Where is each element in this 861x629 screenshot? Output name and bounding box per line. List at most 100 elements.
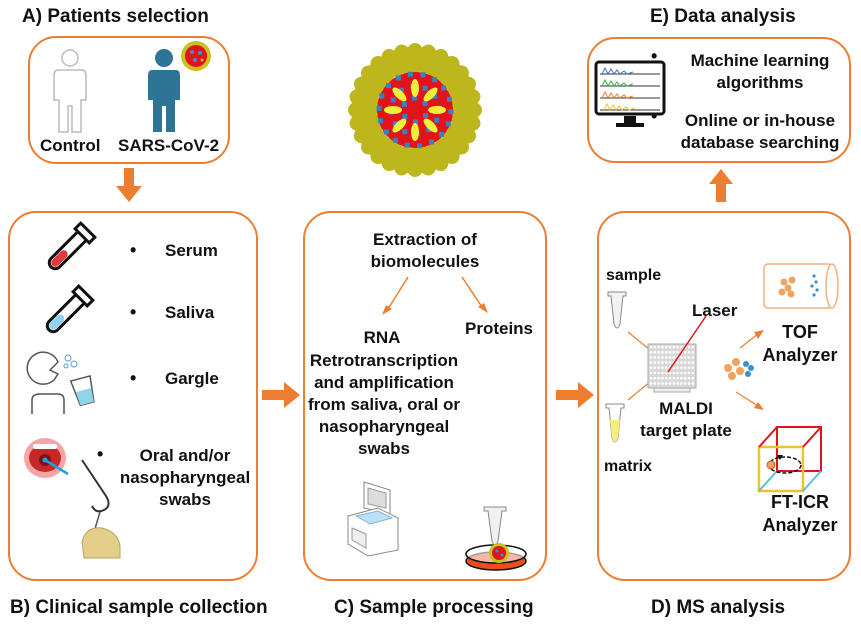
plate-well bbox=[680, 371, 683, 375]
gargle-icon bbox=[26, 351, 95, 414]
panel-c-box bbox=[303, 211, 547, 581]
computer-monitor-icon bbox=[594, 60, 666, 127]
plate-well bbox=[661, 345, 664, 349]
plate-well bbox=[661, 371, 664, 375]
plate-well bbox=[668, 376, 672, 380]
fticr-cube-icon bbox=[757, 426, 822, 493]
plate-well bbox=[683, 350, 687, 354]
db-line2: database searching bbox=[680, 133, 840, 152]
membrane-protein bbox=[383, 129, 389, 135]
membrane-protein bbox=[398, 87, 404, 93]
membrane-protein bbox=[445, 121, 451, 127]
panel-b-box bbox=[8, 211, 258, 581]
plate-well bbox=[676, 345, 679, 349]
inner-spike bbox=[411, 123, 419, 141]
plate-well bbox=[672, 345, 676, 349]
plate-well bbox=[672, 350, 676, 354]
plate-well bbox=[691, 361, 695, 364]
plate-well bbox=[653, 356, 657, 359]
inner-spike bbox=[392, 87, 407, 102]
plate-well bbox=[649, 345, 653, 349]
plate-well bbox=[657, 356, 660, 359]
membrane-protein bbox=[429, 139, 435, 145]
plate-well bbox=[680, 366, 683, 370]
plate-well bbox=[661, 366, 664, 370]
plate-well bbox=[680, 356, 683, 359]
membrane-protein bbox=[423, 113, 429, 119]
bullet: • bbox=[97, 444, 104, 464]
plate-well bbox=[664, 382, 668, 385]
panel-b-title: B) Clinical sample collection bbox=[10, 597, 268, 618]
plate-well bbox=[683, 376, 687, 380]
plate-well bbox=[691, 356, 695, 359]
arrow-down bbox=[116, 168, 142, 202]
ml-line2: algorithms bbox=[716, 73, 804, 92]
plate-well bbox=[657, 366, 660, 370]
plate-well bbox=[672, 376, 676, 380]
membrane-protein bbox=[390, 97, 396, 103]
plate-well bbox=[664, 376, 668, 380]
membrane-protein bbox=[401, 101, 407, 107]
plate-well bbox=[672, 366, 676, 370]
panel-d-title: D) MS analysis bbox=[651, 597, 786, 618]
plate-well bbox=[653, 345, 657, 349]
control-person-icon bbox=[53, 49, 87, 133]
plate-well bbox=[668, 361, 672, 364]
arrow-right bbox=[262, 382, 300, 408]
inner-spike bbox=[384, 106, 402, 114]
rna-desc-5: swabs bbox=[358, 439, 410, 458]
plate-well bbox=[676, 371, 679, 375]
plate-well bbox=[649, 350, 653, 354]
plate-well bbox=[653, 366, 657, 370]
plate-well bbox=[664, 350, 668, 354]
plate-well bbox=[691, 371, 695, 375]
arrow-right bbox=[556, 382, 594, 408]
plate-well bbox=[672, 356, 676, 359]
plate-well bbox=[664, 366, 668, 370]
membrane-protein bbox=[395, 75, 401, 81]
tof-line1: TOF bbox=[782, 322, 818, 342]
membrane-protein bbox=[438, 131, 444, 137]
plate-well bbox=[661, 356, 664, 359]
saliva-label: Saliva bbox=[165, 303, 215, 322]
plate-well bbox=[676, 382, 679, 385]
plate-well bbox=[676, 366, 679, 370]
spike-protein bbox=[450, 88, 481, 109]
panel-a-title: A) Patients selection bbox=[22, 6, 209, 27]
small-virus-icon bbox=[181, 41, 211, 71]
membrane-protein bbox=[448, 109, 454, 115]
plate-well bbox=[691, 345, 695, 349]
inner-spike bbox=[428, 106, 446, 114]
membrane-protein bbox=[376, 105, 382, 111]
gargle-label: Gargle bbox=[165, 369, 219, 388]
plate-well bbox=[680, 376, 683, 380]
plate-well bbox=[687, 371, 691, 375]
plate-well bbox=[683, 366, 687, 370]
plate-well bbox=[653, 371, 657, 375]
membrane-protein bbox=[434, 117, 440, 123]
membrane-protein bbox=[432, 93, 438, 99]
membrane-protein bbox=[404, 142, 410, 148]
plate-well bbox=[649, 356, 653, 359]
plate-well bbox=[691, 376, 695, 380]
plate-well bbox=[687, 366, 691, 370]
plate-well bbox=[683, 361, 687, 364]
plate-well bbox=[649, 361, 653, 364]
plate-well bbox=[676, 350, 679, 354]
tof-line2: Analyzer bbox=[762, 345, 838, 365]
plate-well bbox=[687, 382, 691, 385]
plate-well bbox=[657, 371, 660, 375]
plate-well bbox=[664, 345, 668, 349]
plate-well bbox=[661, 361, 664, 364]
matrix-tube-icon bbox=[605, 403, 625, 443]
plate-well bbox=[657, 361, 660, 364]
saliva-tube-icon bbox=[45, 284, 95, 334]
panel-c-title: C) Sample processing bbox=[334, 597, 534, 618]
maldi-plate bbox=[647, 343, 697, 389]
plate-well bbox=[661, 350, 664, 354]
tube-dish-icon bbox=[465, 506, 527, 571]
plate-well bbox=[668, 345, 672, 349]
pcr-machine-icon bbox=[347, 481, 399, 557]
swab-label-line2: nasopharyngeal bbox=[119, 468, 251, 487]
bullet: • bbox=[651, 46, 658, 66]
